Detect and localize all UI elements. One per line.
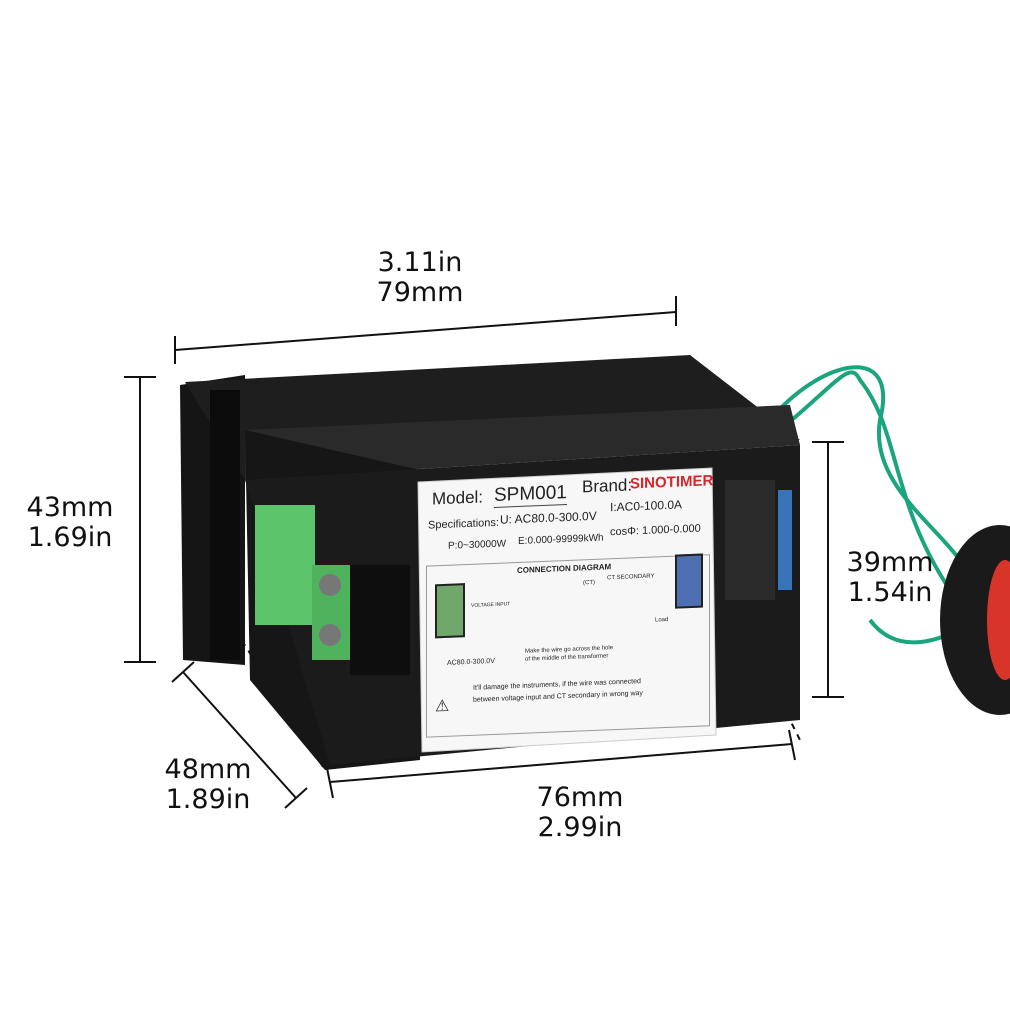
spec-power-factor: cosΦ: 1.000-0.000 [610,522,701,539]
spec-power: P:0~30000W [448,538,507,552]
dim-depth-in: 1.89in [165,784,251,815]
dim-line-depth [182,671,297,799]
dim-left-height: 43mm 1.69in [0,493,140,553]
specs-label: Specifications: [428,516,499,532]
dim-depth: 48mm 1.89in [138,755,278,815]
dim-top-mm: 79mm [376,277,464,308]
blue-terminal-icon [675,553,703,609]
spec-voltage: U: AC80.0-300.0V [500,508,597,527]
dim-body-in: 2.99in [537,812,623,843]
voltage-range-text: AC80.0-300.0V [447,657,495,667]
spec-current: I:AC0-100.0A [610,497,683,515]
dim-right-mm: 39mm [846,547,934,578]
model-label: Model: [432,487,484,509]
diagram-title: CONNECTION DIAGRAM [517,562,612,576]
spec-energy: E:0.000-99999kWh [518,532,604,547]
wire-note-2: of the middle of the transformer [525,653,609,663]
warning-line-1: It'll damage the instruments, if the wir… [473,678,641,692]
dim-body-mm: 76mm [536,782,624,813]
dim-left-mm: 43mm [26,492,114,523]
green-terminal-icon [435,583,465,639]
dim-right-in: 1.54in [847,577,933,608]
current-transformer [940,525,1010,715]
dim-left-in: 1.69in [27,522,113,553]
model-value: SPM001 [494,482,567,508]
dim-top-in: 3.11in [377,247,463,278]
brand-value: SINOTIMER [630,472,714,493]
voltage-terminal-block [255,505,352,660]
spec-label [417,467,717,753]
dim-body-width: 76mm 2.99in [510,783,650,843]
dim-line-bottom [329,743,793,783]
brand-label: Brand: [582,475,633,497]
spec-label-content: Model: SPM001 Brand: SINOTIMER ® Specifi… [418,456,714,746]
warning-line-2: between voltage input and CT secondary i… [473,689,643,704]
load-text: Load [655,616,669,624]
dim-right-height: 39mm 1.54in [820,548,960,608]
warning-icon: ⚠ [435,697,450,716]
ct-secondary-text: CT SECONDARY [607,573,655,582]
connection-diagram: CONNECTION DIAGRAM VOLTAGE INPUT (CT) CT… [426,553,710,738]
voltage-input-text: VOLTAGE INPUT [471,601,511,609]
dim-depth-mm: 48mm [164,754,252,785]
brand-mark: ® [706,462,712,470]
dim-line-top [174,311,677,351]
dim-top-width: 3.11in 79mm [330,248,510,308]
ct-text: (CT) [583,579,595,587]
